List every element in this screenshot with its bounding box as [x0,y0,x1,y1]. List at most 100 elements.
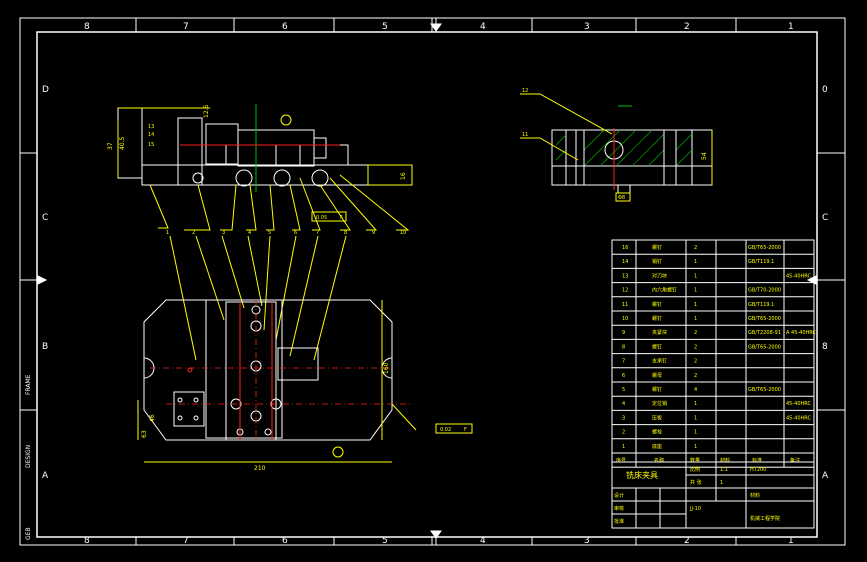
front-view [117,104,413,192]
col-label: 4 [480,536,486,546]
table-cell: 内六角螺钉 [652,287,677,294]
table-cell: 2 [694,330,697,336]
table-cell: 1 [622,444,625,450]
table-cell: 定位销 [652,400,667,407]
table-cell: 螺母 [652,372,662,379]
col-label: 3 [584,22,590,32]
table-cell: 1 [694,430,697,436]
table-header-cell: 序号 [616,457,626,464]
front-balloons: 1 2 3 4 5 6 7 8 9 10 [166,230,406,236]
table-cell: GB/T70-2000 [748,288,781,294]
front-dims: 37 40.5 12.5 16 13 14 15 0.05 F [107,104,407,222]
row-label: A [42,471,49,481]
table-cell: 12 [622,288,628,294]
table-cell: 7 [622,359,625,365]
table-header-cell: 材料 [720,457,730,464]
col-label: 8 [84,22,90,32]
table-cell: 螺钉 [652,386,662,393]
table-cell: GB/T65-2000 [748,387,781,393]
side-balloon: 13 [148,124,154,130]
side-label: DESIGN [25,445,32,468]
col-label: 6 [282,536,288,546]
outer-frame [19,17,846,546]
col-label: 2 [684,536,690,546]
balloon: 2 [192,230,195,236]
table-cell: 2 [694,373,697,379]
dim-label: 210 [254,465,266,472]
balloon: 8 [344,230,347,236]
balloon: 12 [522,88,528,94]
table-cell: 1 [694,415,697,421]
dim-label: 54 [701,152,708,160]
balloon: 4 [248,230,251,236]
table-cell: 1 [694,288,697,294]
table-cell: 16 [622,245,628,251]
dim-label: 16 [400,172,407,180]
table-cell: 11 [622,302,628,308]
table-cell: 1 [694,273,697,279]
table-cell: 4 [622,401,625,407]
col-label: 5 [382,536,388,546]
table-cell: 6 [622,373,625,379]
section-labels: 12 11 54 Φ8 [522,88,708,201]
scale-value: 1:1 [720,467,728,473]
table-cell: 螺钉 [652,315,662,322]
approver-label: 批准 [614,518,624,525]
table-cell: 2 [622,430,625,436]
table-cell: 螺钉 [652,244,662,251]
table-cell: 2 [694,359,697,365]
row-label: C [822,213,828,223]
table-cell: 夹紧块 [652,329,667,336]
col-label: 6 [282,22,288,32]
scale-label: 比例 [690,466,700,473]
table-cell: 支承钉 [652,358,667,365]
table-cell: 压板 [652,414,662,421]
row-label: 8 [822,342,828,352]
col-label: 3 [584,536,590,546]
col-label: 1 [788,22,794,32]
table-cell: GB/T65-2000 [748,245,781,251]
table-header-cell: 名称 [654,457,664,464]
section-view [520,93,713,202]
flatness-ref: F [464,427,467,433]
table-cell: 1 [694,401,697,407]
school-name: 机械工程学院 [750,515,780,522]
table-cell: 9 [622,330,625,336]
table-header-cell: 备注 [790,457,800,464]
table-cell: 螺钉 [652,301,662,308]
table-cell: 2 [694,344,697,350]
table-cell: A 45-40HRC [786,330,817,336]
table-cell: 2 [694,245,697,251]
col-label: 7 [183,22,189,32]
table-cell: 5 [622,387,625,393]
dim-label: 160 [383,362,390,374]
inner-frame [36,31,818,538]
row-label: D [42,85,49,95]
table-cell: 底座 [652,443,662,450]
table-cell: 1 [694,302,697,308]
table-cell: 14 [622,259,628,265]
balloon: 11 [522,132,528,138]
table-cell: GB/T119.1 [748,259,774,265]
title-block: 铣床夹具 比例 1:1 HT200 共 张 1 设计 审核 批准 JJ-10 材… [611,461,815,529]
row-label: 0 [822,85,828,95]
balloon: 7 [316,230,319,236]
zone-labels-left: D C B A [42,85,49,481]
balloon: 6 [294,230,297,236]
zone-labels-right: 0 C 8 A [822,85,829,481]
drawing-number: JJ-10 [689,506,701,512]
table-cell: 4 [694,387,697,393]
table-cell: 销钉 [652,258,662,265]
balloon: 1 [166,230,169,236]
table-cell: GB/T119.1 [748,302,774,308]
row-label: A [822,471,829,481]
plan-leaders [169,235,347,361]
col-label: 2 [684,22,690,32]
table-cell: 10 [622,316,628,322]
centering-marks [20,18,845,545]
balloon: 5 [268,230,271,236]
table-cell: 45-40HRC [786,273,812,279]
col-label: 4 [480,22,486,32]
